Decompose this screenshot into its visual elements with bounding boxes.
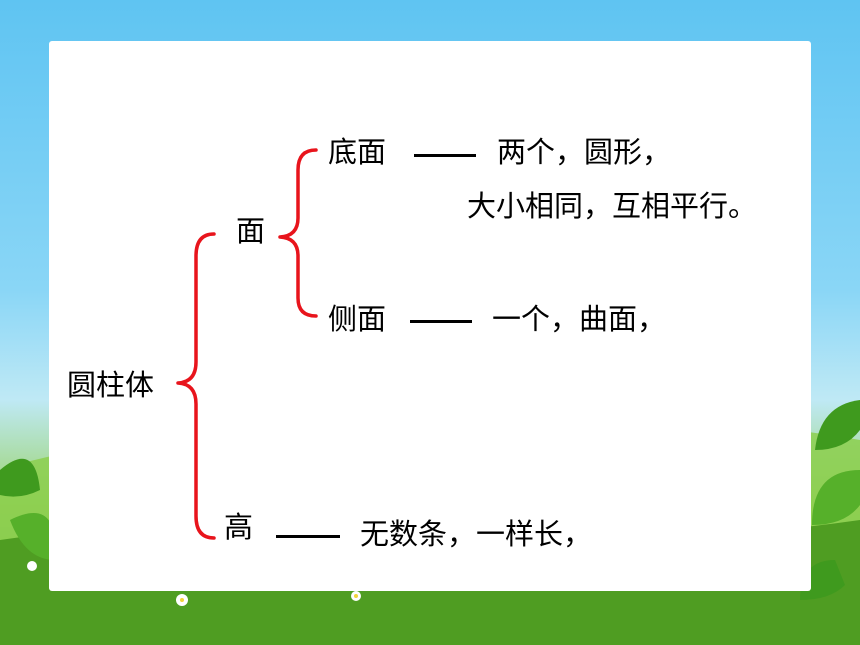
side-face-desc: 一个，曲面， bbox=[492, 302, 667, 336]
height-label: 高 bbox=[224, 510, 254, 544]
side-face-label: 侧面 bbox=[328, 302, 387, 336]
bottom-face-desc-line2: 大小相同，互相平行。 bbox=[467, 189, 758, 223]
content-card bbox=[49, 41, 811, 591]
root-label: 圆柱体 bbox=[67, 368, 155, 402]
face-label: 面 bbox=[236, 214, 266, 248]
bottom-face-dash bbox=[414, 154, 476, 157]
height-desc: 无数条，一样长， bbox=[360, 517, 593, 551]
height-dash bbox=[276, 535, 340, 538]
side-face-dash bbox=[410, 320, 472, 323]
bottom-face-desc-line1: 两个，圆形， bbox=[497, 135, 672, 169]
bottom-face-label: 底面 bbox=[328, 135, 387, 169]
large-brace bbox=[176, 232, 216, 540]
small-brace bbox=[278, 148, 318, 318]
